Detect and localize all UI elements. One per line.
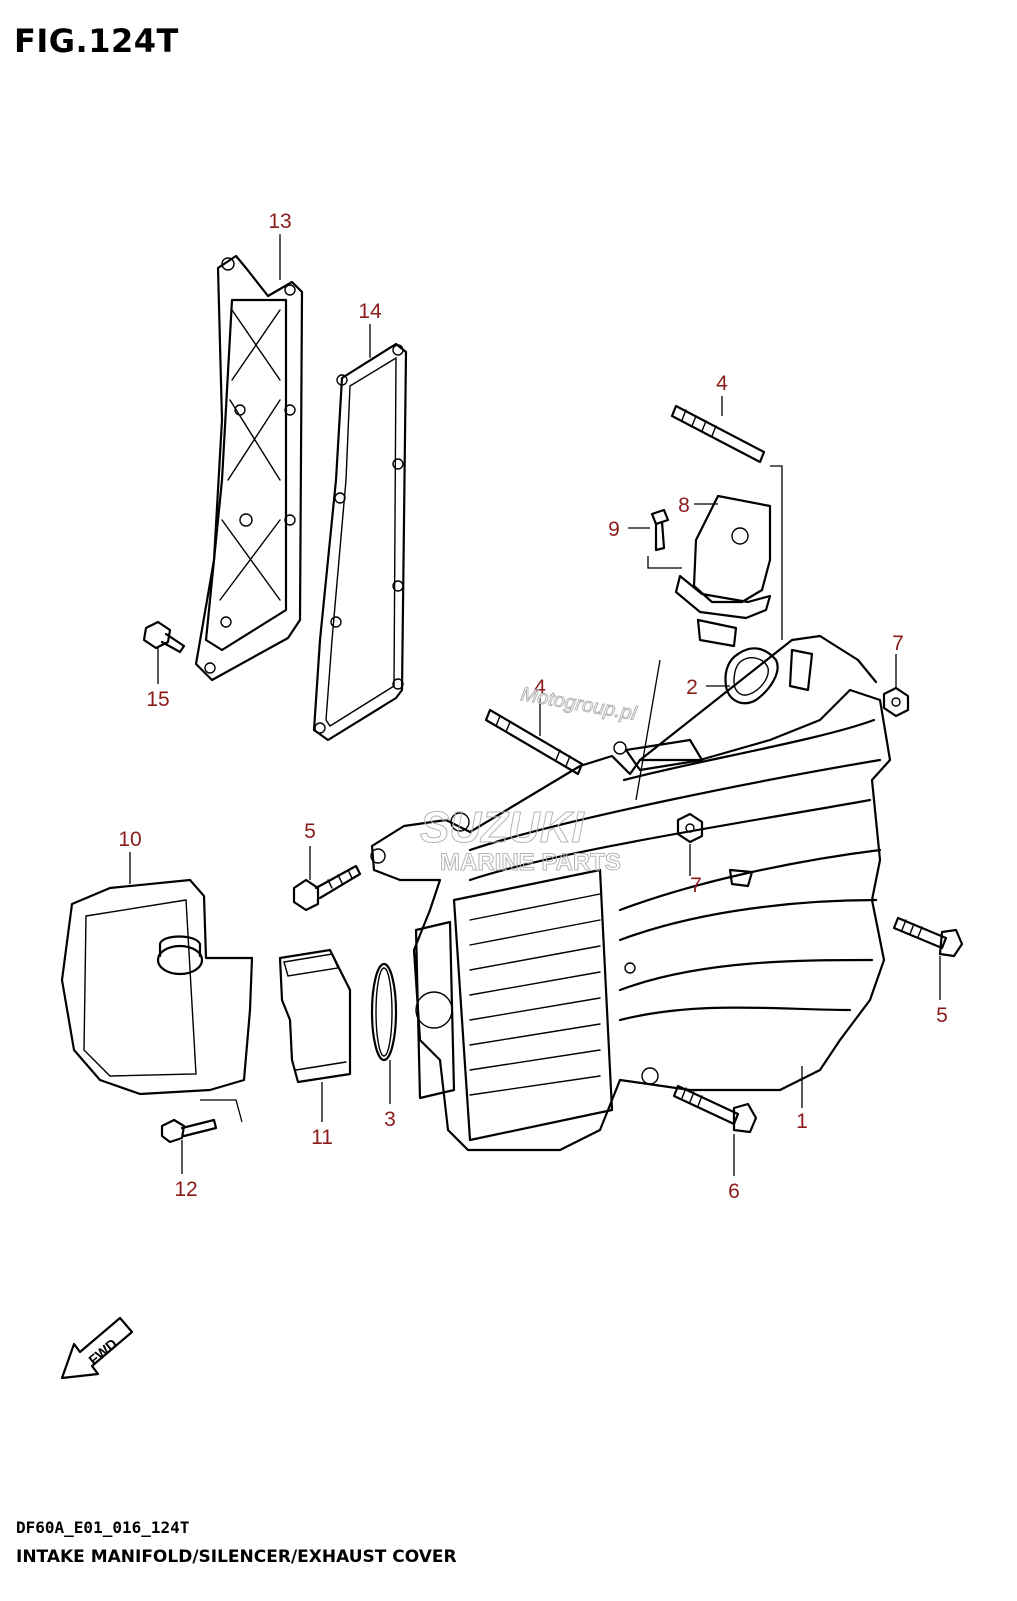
callout-9: 9 — [608, 518, 620, 541]
figure-code: DF60A_E01_016_124T — [16, 1518, 190, 1537]
stud-part-4-lower[interactable] — [484, 708, 584, 776]
bolt-part-15[interactable] — [142, 620, 186, 654]
idle-air-valve-part-8[interactable] — [674, 494, 772, 648]
watermark-site: Motogroup.pl — [519, 683, 638, 725]
callout-11: 11 — [311, 1126, 333, 1149]
callout-7-right: 7 — [892, 632, 904, 655]
exhaust-cover-part-13[interactable] — [194, 254, 304, 682]
callout-1: 1 — [796, 1110, 808, 1133]
gasket-part-14[interactable] — [312, 342, 408, 742]
fwd-label: FWD — [85, 1335, 120, 1368]
nut-part-7-center[interactable] — [676, 812, 704, 844]
nut-part-7-right[interactable] — [882, 686, 910, 718]
callout-labels: 13 14 15 4 8 9 7 2 4 5 10 7 5 1 3 11 12 … — [118, 210, 948, 1203]
figure-title: FIG.124T — [14, 22, 179, 60]
intake-manifold-part-1[interactable] — [370, 634, 892, 1152]
figure-caption: INTAKE MANIFOLD/SILENCER/EXHAUST COVER — [16, 1547, 457, 1567]
callout-12: 12 — [174, 1178, 197, 1201]
callout-5-right: 5 — [936, 1004, 948, 1027]
silencer-part-10[interactable] — [60, 878, 254, 1096]
o-ring-part-2[interactable] — [724, 647, 779, 705]
callout-8: 8 — [678, 494, 690, 517]
callout-5-left: 5 — [304, 820, 316, 843]
callout-2: 2 — [686, 676, 698, 699]
callout-3: 3 — [384, 1108, 396, 1131]
bolt-part-5-left[interactable] — [292, 864, 362, 912]
callout-4-lower: 4 — [534, 676, 546, 699]
callout-13: 13 — [268, 210, 291, 233]
callout-14: 14 — [358, 300, 382, 323]
leader-lines — [129, 234, 941, 1176]
bolt-part-5-right[interactable] — [892, 916, 964, 958]
callout-6: 6 — [728, 1180, 740, 1203]
callout-4-upper: 4 — [716, 372, 728, 395]
callout-10: 10 — [118, 828, 141, 851]
gasket-part-3[interactable] — [370, 962, 398, 1062]
bracket-part-11[interactable] — [278, 948, 352, 1084]
screw-part-12[interactable] — [160, 1118, 218, 1144]
watermark-brand: SUZUKI — [420, 803, 585, 852]
screw-part-9[interactable] — [650, 508, 670, 552]
callout-15: 15 — [146, 688, 169, 711]
watermark-sub: MARINE PARTS — [440, 849, 621, 876]
stud-part-4-upper[interactable] — [670, 404, 766, 464]
bolt-part-6[interactable] — [672, 1084, 758, 1134]
callout-7-center: 7 — [690, 874, 702, 897]
fwd-arrow: FWD — [60, 1316, 134, 1380]
